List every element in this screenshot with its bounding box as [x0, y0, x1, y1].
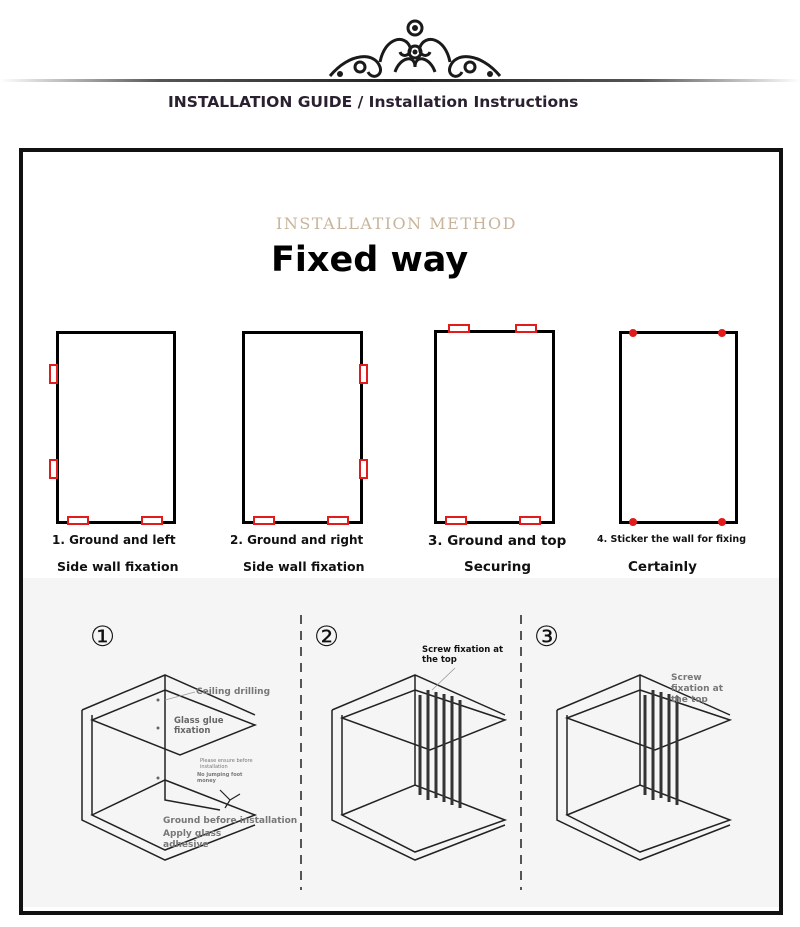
step-1-glue-label: Glass glue fixation — [174, 716, 224, 736]
step-1-number: ① — [90, 620, 116, 653]
step-1-apply-label: Apply glass adhesive — [163, 829, 222, 850]
step-3-diagram — [556, 674, 733, 861]
option-3-line1: 3. Ground and top — [428, 533, 567, 549]
step-dividers — [300, 615, 522, 890]
step-2-screw-label: Screw fixation at the top — [422, 645, 504, 665]
step-1-note-label: Please ensure before installation — [200, 758, 253, 770]
method-heading: Fixed way — [271, 240, 469, 280]
option-2-panel — [242, 331, 363, 524]
option-1-brackets — [49, 364, 163, 525]
option-2-line1: 2. Ground and right — [230, 533, 364, 547]
option-1-panel — [56, 331, 176, 524]
step-1-nojump-label: No jumping foot money — [197, 772, 243, 784]
instruction-frame — [19, 148, 783, 915]
step-1-ground-label: Ground before installation — [163, 816, 298, 826]
guide-title: INSTALLATION GUIDE / Installation Instru… — [168, 93, 579, 111]
option-4-anchor-dots — [629, 329, 726, 526]
option-4-line2: Certainly — [628, 559, 697, 575]
option-3-line2: Securing — [464, 559, 532, 575]
step-1-diagram — [81, 674, 258, 861]
step-2-diagram — [331, 667, 508, 861]
step-3-screw-label: Screw fixation at the top — [671, 673, 724, 705]
header-divider — [0, 79, 800, 82]
step-3-number: ③ — [534, 620, 560, 653]
option-2-line2: Side wall fixation — [243, 559, 365, 574]
method-subtitle: INSTALLATION METHOD — [276, 214, 517, 233]
option-3-panel — [434, 330, 555, 524]
option-3-brackets — [445, 324, 541, 525]
step-2-number: ② — [314, 620, 340, 653]
scroll-ornament-icon — [328, 19, 502, 78]
option-4-line1: 4. Sticker the wall for fixing — [597, 534, 746, 545]
option-1-line2: Side wall fixation — [57, 559, 179, 574]
step-1-ceiling-label: Ceiling drilling — [196, 687, 271, 697]
option-1-line1: 1. Ground and left — [52, 533, 176, 547]
option-2-brackets — [253, 364, 368, 525]
option-4-panel — [619, 331, 738, 524]
